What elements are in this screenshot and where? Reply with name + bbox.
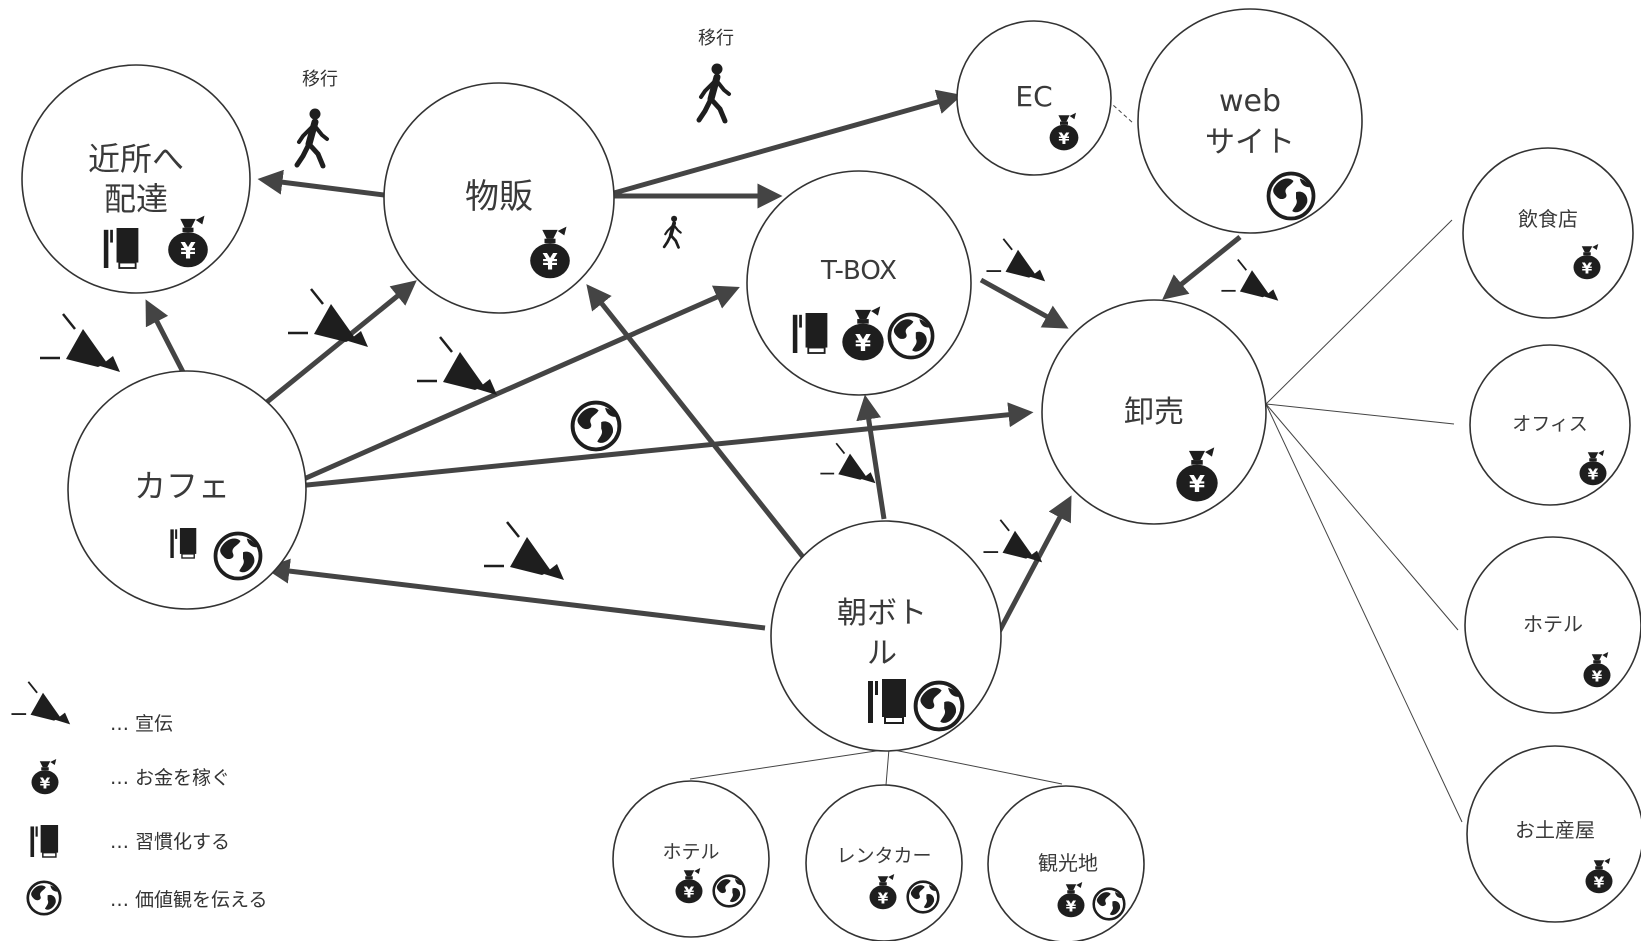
- legend-megaphone-icon: [10, 680, 72, 726]
- arrow-asabottle-to-buppan: [586, 284, 805, 559]
- legend-advertise-text: … 宣伝: [110, 713, 173, 735]
- node-hotel-right-label: ホテル: [1523, 612, 1583, 636]
- connector-oroshi-hotel: [1265, 403, 1459, 631]
- arrow-asabottle-to-cafe: [264, 558, 766, 631]
- legend: … 宣伝 … お金を稼ぐ … 習慣化する … 価値観を伝える: [10, 680, 267, 916]
- megaphone-icon: [286, 287, 370, 349]
- connector-asabottle-rentacar: [885, 748, 890, 786]
- node-kinjo-label-line2: 配達: [104, 180, 168, 218]
- node-ec-label: EC: [1015, 80, 1052, 113]
- node-asabottle-label-line2: ル: [867, 636, 897, 671]
- node-kankouchi: 観光地: [987, 785, 1145, 941]
- node-asabottle-label-line1: 朝ボト: [837, 596, 927, 631]
- thin-connectors: [689, 95, 1463, 823]
- connector-asabottle-hotel: [689, 748, 890, 780]
- legend-earn-text: … お金を稼ぐ: [110, 767, 230, 789]
- arrow-tbox-to-oroshi: [979, 277, 1069, 329]
- megaphone-icon: [415, 335, 499, 397]
- legend-values-text: … 価値観を伝える: [110, 889, 267, 911]
- node-ec: EC: [956, 20, 1112, 176]
- node-asabottle: 朝ボト ル: [770, 520, 1002, 752]
- node-oroshi: 卸売: [1041, 299, 1267, 525]
- node-tbox-label: T-BOX: [820, 256, 897, 286]
- globe-icon: [712, 874, 746, 908]
- megaphone-icon: [982, 518, 1044, 564]
- connector-oroshi-office: [1265, 403, 1455, 425]
- flow-arrows: [145, 89, 1242, 634]
- arrow-cafe-to-buppan: [260, 280, 417, 408]
- arrow-web-to-oroshi: [1162, 235, 1242, 300]
- legend-habit-text: … 習慣化する: [110, 831, 230, 853]
- globe-icon: [1092, 887, 1126, 921]
- node-hotel-bottom: ホテル: [612, 780, 770, 938]
- node-kankouchi-label: 観光地: [1038, 851, 1098, 875]
- globe-icon: [906, 880, 940, 914]
- legend-money-bag-icon: [31, 759, 59, 795]
- arrow-asabottle-to-oroshi: [996, 495, 1072, 634]
- node-omiyageya: お土産屋: [1466, 745, 1641, 923]
- megaphone-icon: [985, 237, 1047, 283]
- megaphone-icon: [482, 520, 566, 582]
- node-kinjo-label-line1: 近所へ: [88, 140, 184, 178]
- walking-person-icon: [664, 216, 681, 248]
- node-oroshi-label: 卸売: [1124, 395, 1184, 430]
- arrow-buppan-to-kinjo: [257, 169, 385, 198]
- walking-person-icon: [699, 64, 729, 122]
- walk-label-top-middle: 移行: [698, 28, 734, 49]
- node-omiyageya-label: お土産屋: [1515, 818, 1595, 842]
- node-cafe: カフェ: [67, 370, 307, 610]
- node-inshokuten: 飲食店: [1462, 147, 1634, 319]
- globe-icon: [1266, 171, 1316, 221]
- node-tbox: T-BOX: [746, 170, 972, 396]
- node-buppan: 物販: [383, 82, 615, 314]
- globe-icon: [213, 531, 263, 581]
- arrow-cafe-to-tbox: [295, 285, 740, 485]
- node-inshokuten-label: 飲食店: [1518, 207, 1578, 231]
- megaphone-icon: [819, 442, 877, 485]
- node-kinjo-delivery: 近所へ 配達: [21, 64, 251, 294]
- arrow-buppan-to-ec: [613, 89, 963, 196]
- walk-label-top-left: 移行: [302, 69, 338, 90]
- node-rentacar: レンタカー: [805, 784, 963, 941]
- arrow-cafe-to-kinjo: [145, 299, 186, 374]
- node-website-label-line2: サイト: [1205, 125, 1295, 160]
- node-cafe-label: カフェ: [134, 467, 230, 505]
- globe-icon: [913, 680, 965, 732]
- node-website: web サイト: [1137, 8, 1363, 234]
- node-office: オフィス: [1469, 344, 1631, 506]
- legend-habit-icon: [29, 824, 59, 858]
- megaphone-icon: [38, 312, 122, 374]
- node-hotel-right: ホテル: [1464, 536, 1641, 714]
- connector-oroshi-inshokuten: [1265, 219, 1453, 405]
- connector-asabottle-kankouchi: [888, 748, 1063, 785]
- globe-icon: [570, 400, 622, 452]
- node-hotel-bottom-label: ホテル: [662, 841, 719, 863]
- node-rentacar-label: レンタカー: [836, 845, 931, 867]
- arrow-asabottle-to-tbox: [856, 394, 887, 520]
- node-website-label-line1: web: [1219, 84, 1281, 119]
- walking-person-icon: [297, 109, 327, 167]
- node-office-label: オフィス: [1512, 413, 1588, 435]
- legend-globe-icon: [26, 880, 62, 916]
- node-buppan-label: 物販: [465, 177, 533, 217]
- arrow-cafe-to-oroshi: [296, 402, 1034, 489]
- megaphone-icon: [1220, 258, 1280, 302]
- arrow-annotations: 移行 移行: [38, 28, 1280, 582]
- globe-icon: [887, 312, 935, 360]
- connector-oroshi-omiyageya: [1265, 403, 1463, 823]
